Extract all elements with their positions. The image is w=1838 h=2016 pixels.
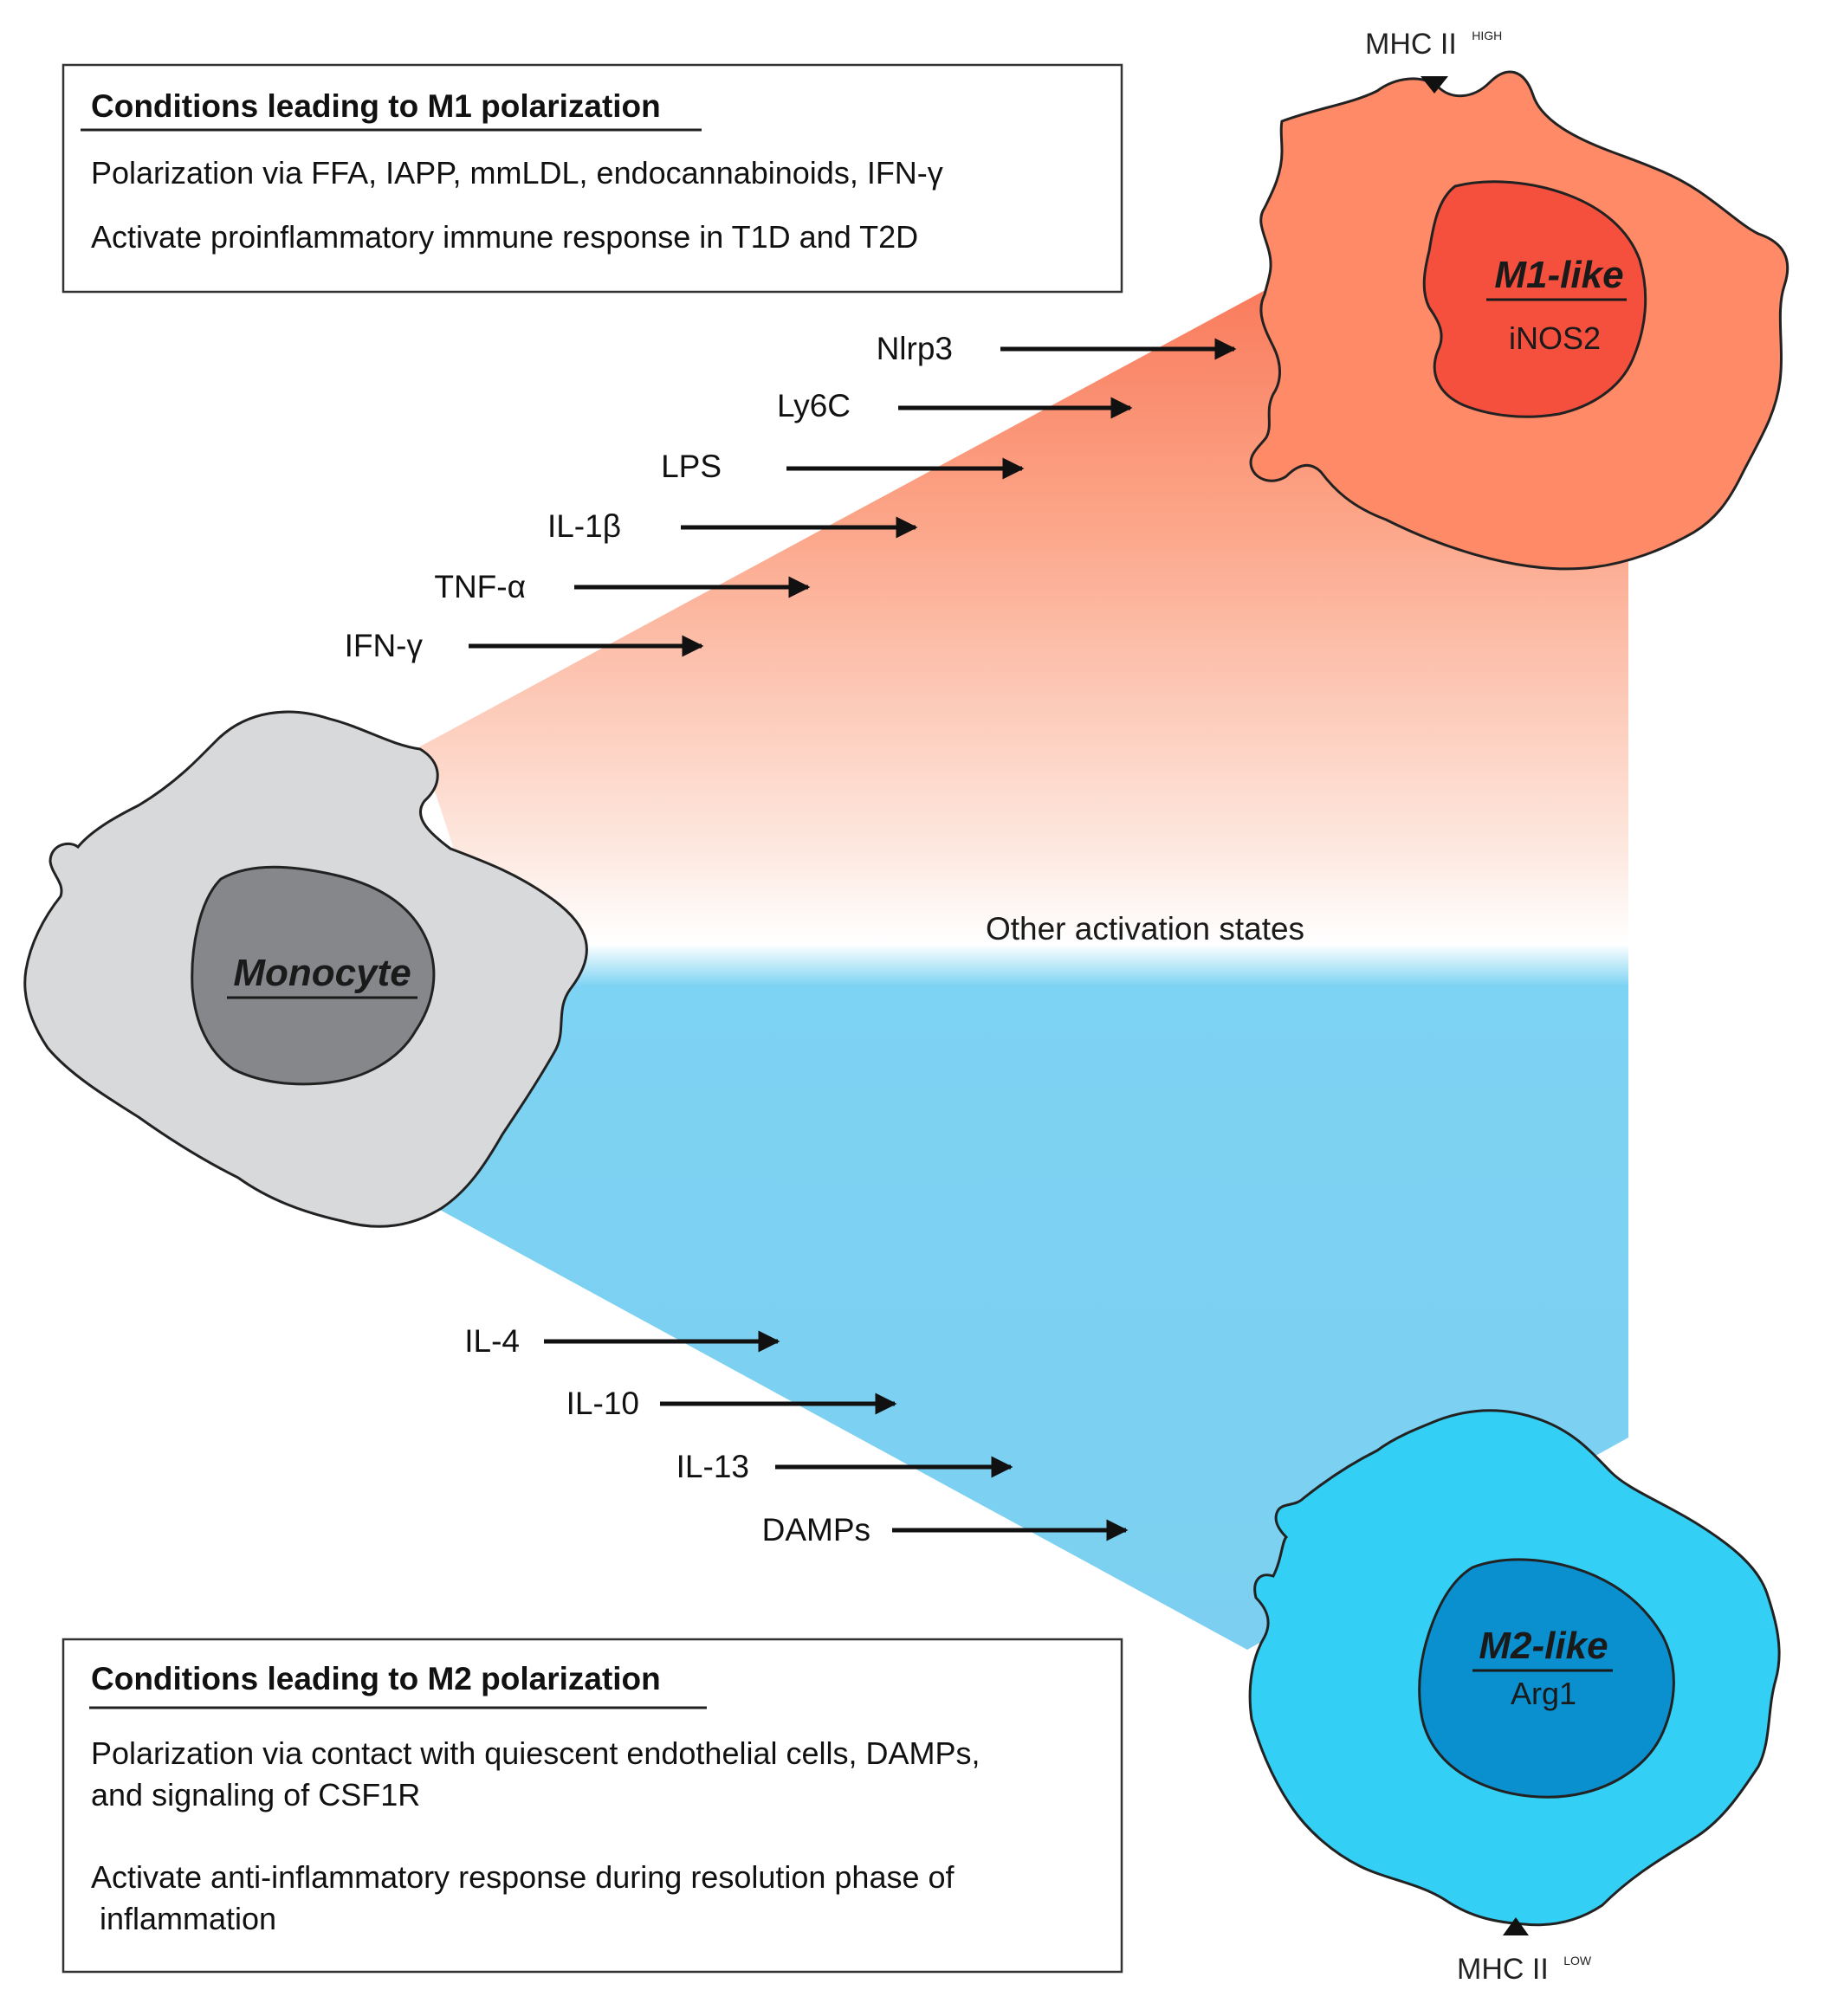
m1-label: M1-like: [1494, 254, 1623, 296]
monocyte-nucleus: [191, 865, 436, 1086]
other-activation-states: Other activation states: [986, 911, 1304, 947]
stimulus-label: IL-1β: [547, 508, 621, 544]
m2-label: M2-like: [1479, 1625, 1608, 1667]
m1-like-cell: M1-like iNOS2 MHC II HIGH: [1249, 28, 1789, 571]
monocyte-label: Monocyte: [233, 952, 411, 994]
m1-box-line: Activate proinflammatory immune response…: [91, 219, 918, 255]
monocyte-cell: Monocyte: [23, 710, 588, 1228]
m2-box-line: inflammation: [100, 1901, 276, 1936]
m1-conditions-box: Conditions leading to M1 polarization Po…: [61, 63, 1123, 294]
m2-box-line: Polarization via contact with quiescent …: [91, 1735, 980, 1771]
stimulus-label: IFN-γ: [345, 628, 424, 663]
stimulus-label: Ly6C: [777, 388, 851, 423]
m2-box-line: and signaling of CSF1R: [91, 1777, 420, 1812]
m2-marker: Arg1: [1511, 1676, 1576, 1711]
m2-conditions-box: Conditions leading to M2 polarization Po…: [61, 1638, 1123, 1974]
mhc-low-icon: [1503, 1917, 1529, 1935]
m2-like-cell: M2-like Arg1 MHC II LOW: [1248, 1409, 1781, 1986]
m1-box-title: Conditions leading to M1 polarization: [91, 88, 661, 124]
m2-nucleus: [1418, 1558, 1675, 1799]
m2-box-title: Conditions leading to M2 polarization: [91, 1661, 661, 1696]
mhc-high-icon: [1421, 76, 1448, 94]
stimulus-label: Nlrp3: [877, 331, 953, 366]
stimulus-label: IL-4: [464, 1323, 520, 1359]
mhc-high-label: MHC II HIGH: [1365, 28, 1502, 61]
m2-gradient-wedge: [429, 944, 1628, 1650]
mhc-low-label: MHC II LOW: [1457, 1953, 1592, 1986]
m2-stimuli: IL-4 IL-10 IL-13 DAMPs: [464, 1323, 1129, 1548]
stimulus-label: LPS: [661, 449, 722, 484]
m1-box-line: Polarization via FFA, IAPP, mmLDL, endoc…: [91, 155, 943, 191]
stimulus-label: IL-10: [566, 1386, 639, 1421]
m1-marker: iNOS2: [1509, 320, 1601, 356]
stimulus-label: TNF-α: [434, 569, 526, 604]
m1-stimuli: Nlrp3 Ly6C LPS IL-1β TNF-α IFN-γ: [345, 331, 1237, 663]
stimulus-label: IL-13: [676, 1449, 749, 1484]
m2-box-line: Activate anti-inflammatory response duri…: [91, 1859, 955, 1895]
stimulus-label: DAMPs: [762, 1512, 870, 1548]
